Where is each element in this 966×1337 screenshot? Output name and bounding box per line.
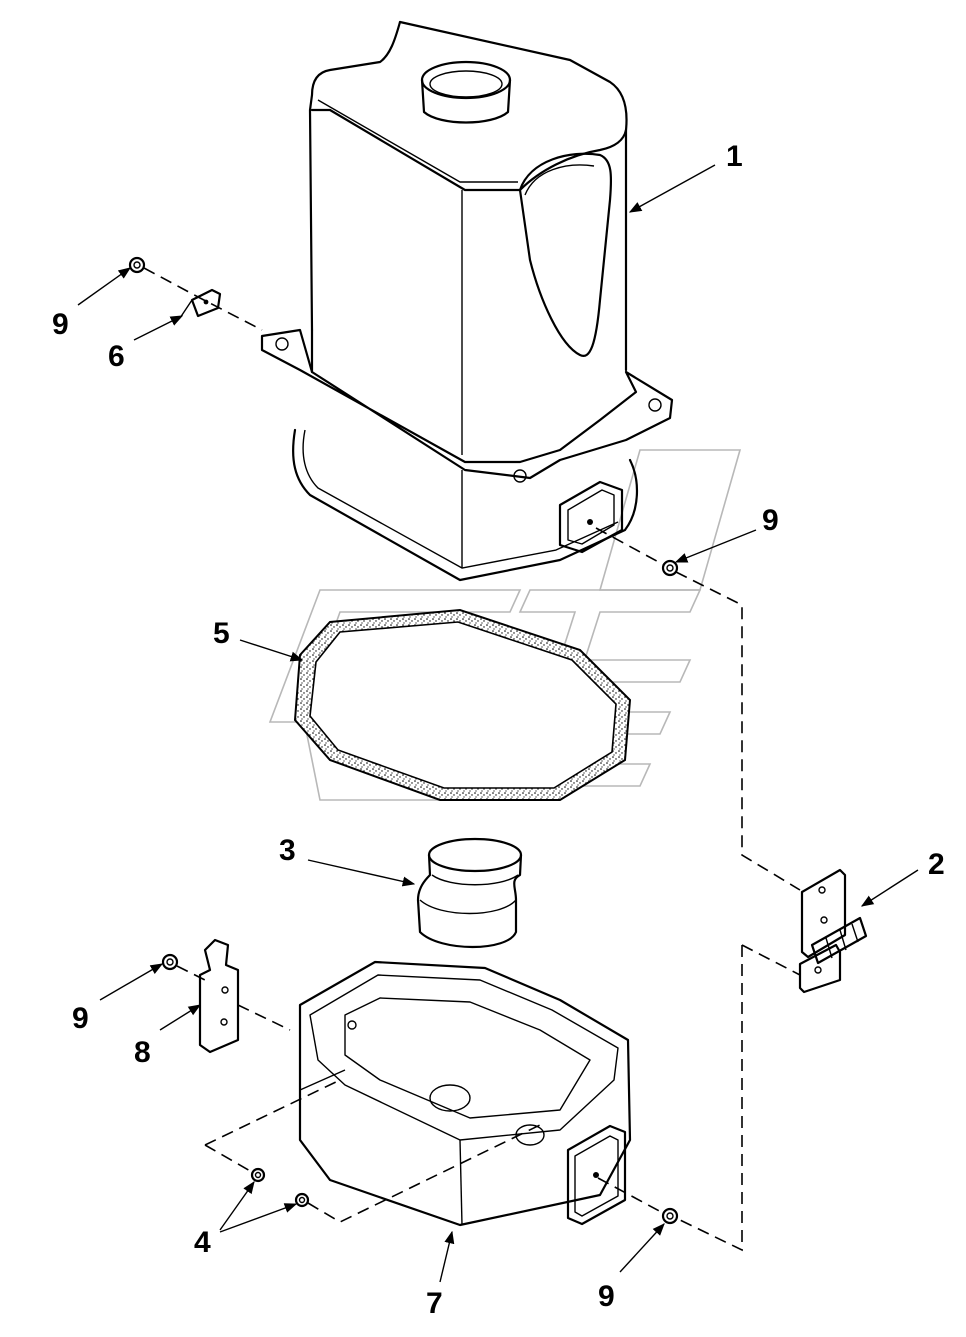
dash-line-latch	[176, 965, 291, 1031]
callout-7: 7	[426, 1287, 443, 1320]
adapter-part-3	[416, 837, 523, 948]
callout-9-leftlower: 9	[72, 1002, 89, 1035]
dash-line-right-upper	[675, 571, 801, 891]
leader-lines	[77, 164, 919, 1283]
callout-9-bottom: 9	[598, 1280, 615, 1313]
housing-upper	[260, 20, 674, 582]
nut-part-9-right	[661, 559, 679, 577]
nut-part-9-leftlower	[161, 953, 179, 971]
washer-part-4-b	[294, 1192, 310, 1208]
callout-2: 2	[928, 848, 945, 881]
dash-line-hinge-lower	[741, 944, 801, 976]
dash-line-hinge-top	[595, 527, 665, 566]
gasket-part-5	[293, 608, 632, 801]
latch-part-8	[198, 938, 240, 1054]
callout-9-right: 9	[762, 504, 779, 537]
washer-part-4-a	[250, 1167, 266, 1183]
bowl-part-7	[298, 960, 632, 1227]
nut-part-9-bottom	[661, 1207, 679, 1225]
dash-line-topleft	[143, 267, 263, 331]
dash-line-bowl-right	[597, 1177, 664, 1214]
callout-6: 6	[108, 340, 125, 373]
dash-line-bowl-left	[204, 1079, 541, 1223]
callout-4: 4	[194, 1226, 211, 1259]
callout-3: 3	[279, 834, 296, 867]
callout-1: 1	[726, 140, 743, 173]
callout-9-topleft: 9	[52, 308, 69, 341]
clip-part-6	[179, 288, 222, 319]
dash-line-right-lower	[679, 945, 743, 1252]
callout-5: 5	[213, 617, 230, 650]
callout-8: 8	[134, 1036, 151, 1069]
nut-part-9-topleft	[128, 256, 146, 274]
hinge-part-2	[798, 868, 868, 994]
